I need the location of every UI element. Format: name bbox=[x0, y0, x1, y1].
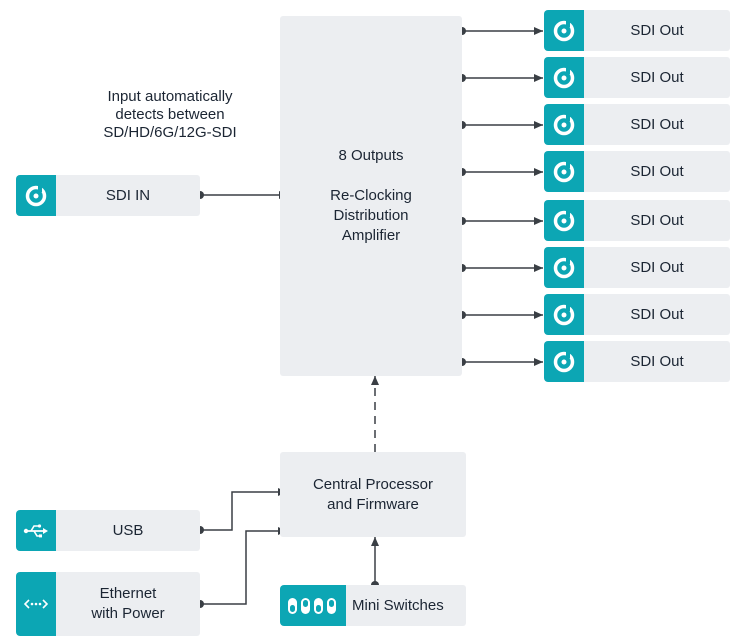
amplifier-line-2: Re-Clocking bbox=[330, 187, 412, 204]
caption-line-1: Input automatically bbox=[107, 88, 233, 105]
caption-line-2: detects between bbox=[115, 106, 225, 123]
sdi-out-label: SDI Out bbox=[630, 163, 684, 180]
bnc-connector-icon bbox=[553, 209, 575, 231]
bnc-connector-icon bbox=[553, 66, 575, 88]
sdi-out-4: SDI Out bbox=[544, 151, 730, 192]
processor-line-1: Central Processor bbox=[312, 475, 434, 493]
usb-icon-tile bbox=[16, 510, 56, 551]
sdi-out-label: SDI Out bbox=[630, 306, 684, 323]
sdi-out-2: SDI Out bbox=[544, 57, 730, 98]
amplifier-line-4: Amplifier bbox=[341, 227, 401, 244]
sdi-out-label: SDI Out bbox=[630, 22, 684, 39]
processor-box: Central Processor and Firmware bbox=[280, 452, 466, 537]
sdi-out-label: SDI Out bbox=[630, 212, 684, 229]
output-wires bbox=[458, 27, 543, 366]
sdi-out-8: SDI Out bbox=[544, 341, 730, 382]
bnc-connector-icon bbox=[553, 350, 575, 372]
bnc-connector-icon bbox=[25, 184, 47, 206]
sdi-in-icon-tile bbox=[16, 175, 56, 216]
input-caption: Input automatically detects between SD/H… bbox=[80, 88, 260, 142]
bnc-connector-icon bbox=[553, 303, 575, 325]
bnc-connector-icon bbox=[553, 113, 575, 135]
amplifier-outputs-count: 8 Outputs bbox=[338, 147, 404, 164]
sdi-out-label: SDI Out bbox=[630, 116, 684, 133]
amplifier-line-3: Distribution bbox=[333, 207, 409, 224]
usb-box: USB bbox=[56, 510, 200, 551]
switches-box: Mini Switches bbox=[346, 585, 466, 626]
processor-line-2: and Firmware bbox=[327, 495, 419, 513]
sdi-out-6: SDI Out bbox=[544, 247, 730, 288]
caption-line-3: SD/HD/6G/12G-SDI bbox=[103, 124, 237, 141]
ethernet-icon-tile bbox=[16, 572, 56, 636]
ethernet-icon bbox=[23, 599, 49, 609]
usb-icon bbox=[23, 523, 48, 537]
bnc-connector-icon bbox=[553, 19, 575, 41]
ethernet-line-2: with Power bbox=[91, 605, 165, 622]
ethernet-wire bbox=[200, 527, 287, 605]
sdi-out-3: SDI Out bbox=[544, 104, 730, 145]
ethernet-box: Ethernet with Power bbox=[56, 572, 200, 636]
dip-switch-icon bbox=[288, 597, 336, 614]
switches-label: Mini Switches bbox=[352, 597, 444, 614]
sdi-out-7: SDI Out bbox=[544, 294, 730, 335]
sdi-out-1: SDI Out bbox=[544, 10, 730, 51]
sdi-out-label: SDI Out bbox=[630, 353, 684, 370]
bnc-connector-icon bbox=[553, 160, 575, 182]
usb-wire bbox=[200, 488, 287, 531]
ethernet-line-1: Ethernet bbox=[99, 585, 157, 602]
bnc-connector-icon bbox=[553, 256, 575, 278]
switches-icon-tile bbox=[280, 585, 346, 626]
amplifier-box: 8 Outputs Re-Clocking Distribution Ampli… bbox=[280, 16, 462, 376]
sdi-in-box: SDI IN bbox=[56, 175, 200, 216]
sdi-out-5: SDI Out bbox=[544, 200, 730, 241]
sdi-out-label: SDI Out bbox=[630, 69, 684, 86]
sdi-out-label: SDI Out bbox=[630, 259, 684, 276]
usb-label: USB bbox=[112, 522, 144, 539]
sdi-in-label: SDI IN bbox=[105, 187, 151, 204]
